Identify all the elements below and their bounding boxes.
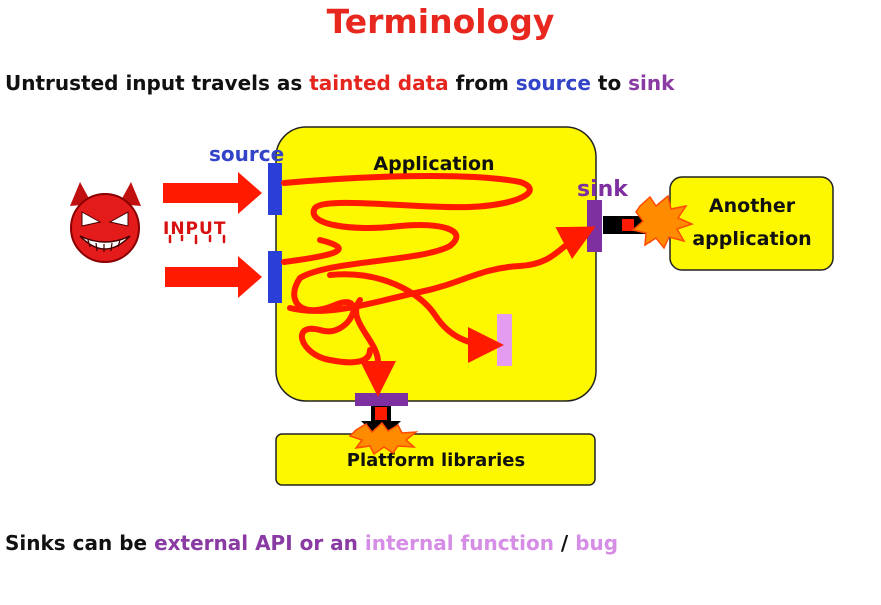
platform-libraries-box xyxy=(275,433,596,486)
input-arrow-bottom xyxy=(165,256,262,298)
another-application-box xyxy=(669,176,834,271)
source-bar-top xyxy=(268,163,282,215)
platform-libraries-label: Platform libraries xyxy=(347,450,525,471)
sink-bar-right xyxy=(587,200,602,252)
explosion-icon xyxy=(631,194,695,250)
page-title: Terminology xyxy=(326,2,555,41)
devil-face-icon xyxy=(70,182,141,263)
source-label: source xyxy=(209,142,284,166)
tainted-data-term: tainted data xyxy=(309,71,449,95)
sink-bar-bottom xyxy=(355,393,408,406)
internal-function-term: internal function xyxy=(364,531,554,555)
intro-text-3: to xyxy=(590,71,629,95)
external-api-term: external API xyxy=(154,531,293,555)
input-arrow-top xyxy=(163,172,262,214)
tainted-flow-paths xyxy=(281,172,596,397)
internal-function-bar xyxy=(497,314,512,366)
intro-text-2: from xyxy=(448,71,516,95)
footer-text-3: / xyxy=(553,531,576,555)
source-bar-bottom xyxy=(268,251,282,303)
application-label: Application xyxy=(373,153,494,175)
intro-text-1: Untrusted input travels as xyxy=(5,71,310,95)
bug-term: bug xyxy=(575,531,619,555)
input-drips xyxy=(168,234,226,245)
sink-label: sink xyxy=(577,177,629,202)
explosion-icon xyxy=(348,421,419,456)
footer-text-1: Sinks can be xyxy=(5,531,155,555)
footer-text-2: or an xyxy=(292,531,365,555)
input-label: INPUT xyxy=(163,219,226,239)
another-application-label-1: Another xyxy=(709,195,796,217)
another-application-label-2: application xyxy=(692,228,811,250)
sink-term: sink xyxy=(628,71,675,95)
intro-sentence: Untrusted input travels as tainted data … xyxy=(5,71,674,95)
source-term: source xyxy=(515,71,591,95)
footer-sentence: Sinks can be external API or an internal… xyxy=(5,531,618,555)
